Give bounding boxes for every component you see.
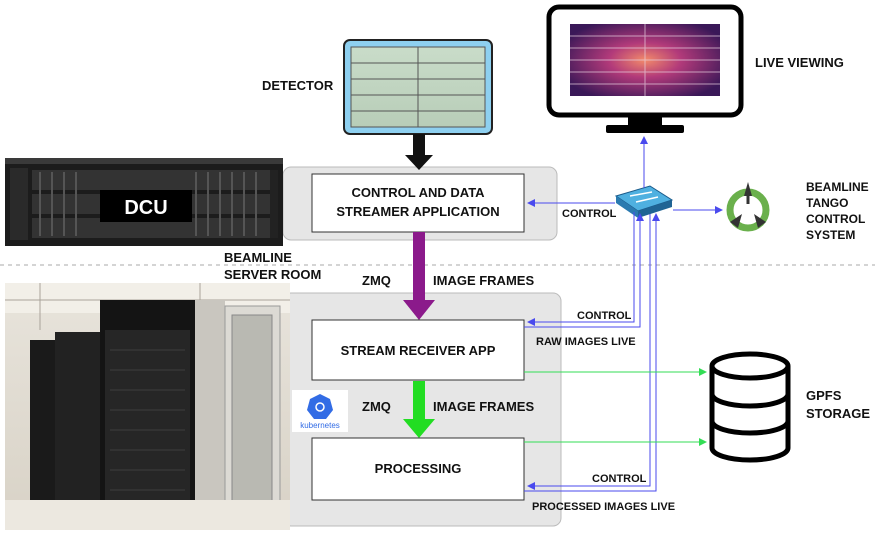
server-room-label-2: SERVER ROOM [224,267,321,282]
raw-images-label: RAW IMAGES LIVE [536,336,636,348]
control-mid-label: CONTROL [577,310,632,322]
dcu-label: DCU [124,197,167,219]
detector-arrow [405,134,433,170]
processed-images-label: PROCESSED IMAGES LIVE [532,501,675,513]
image-frames-label-2: IMAGE FRAMES [433,399,534,414]
detector-icon [343,39,493,135]
database-icon [709,351,791,463]
control-streamer-app-box [311,173,525,233]
raw-images-line [524,213,644,328]
server-room-photo [5,283,290,530]
monitor-icon [546,4,744,133]
live-viewing-label: LIVE VIEWING [755,55,844,70]
network-switch-icon [614,185,674,218]
server-rack-icon [5,158,283,246]
kubernetes-label: kubernetes [300,421,340,430]
detector-label: DETECTOR [262,78,334,93]
processing-label: PROCESSING [375,461,462,476]
tango-label-1: BEAMLINE [806,180,869,194]
control-top-label: CONTROL [562,208,617,220]
gpfs-label-2: STORAGE [806,406,870,421]
tango-logo-icon [726,182,770,232]
control-bottom-label: CONTROL [592,473,647,485]
gpfs-label-1: GPFS [806,388,842,403]
zmq-purple-arrow [403,232,435,320]
processed-images-line [524,213,660,492]
zmq-green-arrow [403,381,435,438]
tango-label-2: TANGO [806,196,848,210]
processing-box [311,437,525,501]
control-app-label-1: CONTROL AND DATA [351,185,485,200]
zmq-label-2: ZMQ [362,399,391,414]
stream-receiver-box [311,319,525,381]
tango-label-3: CONTROL [806,212,865,226]
control-line-mid [527,212,635,326]
stream-receiver-label: STREAM RECEIVER APP [341,343,496,358]
server-room-label-1: BEAMLINE [224,250,292,265]
zmq-label-1: ZMQ [362,273,391,288]
control-app-label-2: STREAMER APPLICATION [336,204,499,219]
control-line-bottom [527,214,651,490]
image-frames-label-1: IMAGE FRAMES [433,273,534,288]
tango-label-4: SYSTEM [806,228,855,242]
kubernetes-icon [292,390,348,432]
